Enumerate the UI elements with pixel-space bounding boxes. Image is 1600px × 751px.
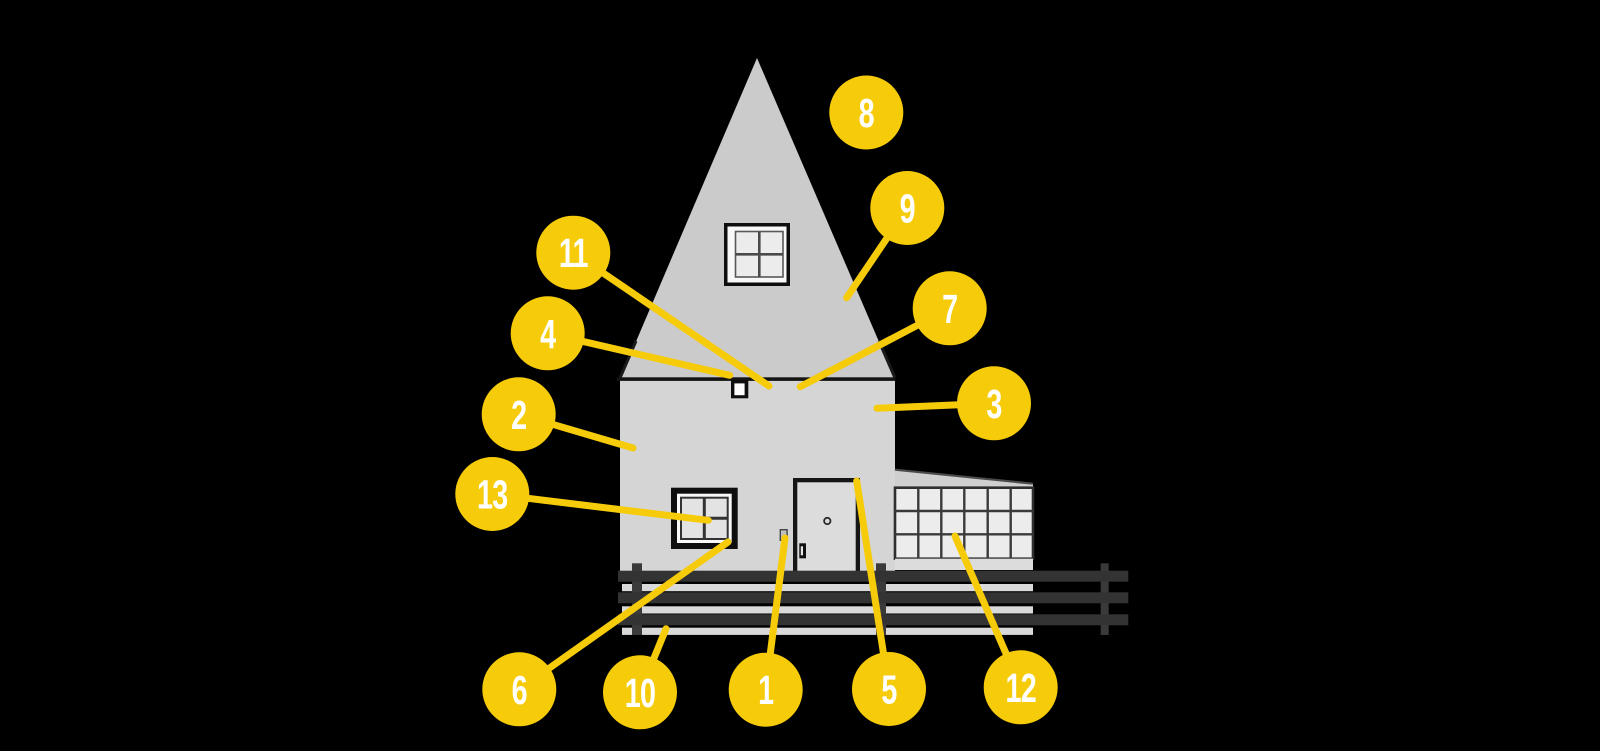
fence-rail-3 — [618, 614, 1129, 626]
callout-circle-11[interactable] — [536, 215, 611, 290]
callout-marker-11[interactable]: 11 — [536, 215, 611, 290]
roof — [620, 58, 895, 379]
callout-marker-8[interactable]: 8 — [829, 75, 904, 150]
callout-marker-6[interactable]: 6 — [482, 652, 557, 727]
callout-marker-2[interactable]: 2 — [481, 377, 556, 452]
callout-circle-8[interactable] — [829, 75, 904, 150]
callout-circle-6[interactable] — [482, 652, 557, 727]
callout-circle-12[interactable] — [983, 650, 1058, 725]
callout-circle-9[interactable] — [870, 171, 945, 245]
extension-roof — [895, 469, 1033, 489]
fence-board-2 — [622, 606, 1033, 614]
callout-marker-5[interactable]: 5 — [852, 652, 926, 726]
callout-circle-4[interactable] — [510, 296, 585, 371]
callout-number-13: 13 — [477, 473, 508, 518]
roof-edge-left — [618, 340, 638, 379]
callout-circle-10[interactable] — [603, 655, 677, 730]
callout-marker-9[interactable]: 9 — [870, 171, 945, 245]
leader-line-11 — [569, 249, 773, 390]
callout-number-4: 4 — [540, 312, 556, 357]
callout-marker-7[interactable]: 7 — [912, 271, 987, 346]
callout-number-1: 1 — [758, 668, 773, 713]
leader-line-6 — [515, 538, 732, 693]
callout-number-2: 2 — [511, 393, 526, 438]
callout-circle-13[interactable] — [455, 457, 530, 531]
callout-number-3: 3 — [986, 382, 1001, 427]
door-knob — [823, 516, 832, 526]
callout-circle-5[interactable] — [852, 652, 926, 726]
vent-opening — [734, 383, 745, 396]
fence-board-1 — [622, 584, 1033, 592]
extension-roof-edge — [894, 468, 1034, 485]
callout-number-12: 12 — [1005, 666, 1036, 711]
callout-marker-1[interactable]: 1 — [728, 652, 803, 727]
callout-number-5: 5 — [881, 668, 896, 713]
callout-number-7: 7 — [942, 287, 957, 332]
callout-circle-2[interactable] — [481, 377, 556, 452]
callout-number-9: 9 — [900, 187, 915, 232]
callout-number-11: 11 — [559, 231, 588, 276]
callout-circle-3[interactable] — [957, 366, 1031, 441]
callout-number-8: 8 — [859, 91, 874, 136]
callout-marker-3[interactable]: 3 — [957, 366, 1031, 441]
fence-board-3 — [622, 627, 1033, 635]
callout-number-10: 10 — [625, 671, 656, 716]
callout-marker-12[interactable]: 12 — [983, 650, 1058, 725]
callout-circle-1[interactable] — [728, 652, 803, 727]
door — [797, 482, 856, 571]
callout-number-6: 6 — [512, 668, 527, 713]
callout-marker-13[interactable]: 13 — [455, 457, 530, 531]
callout-marker-4[interactable]: 4 — [510, 296, 585, 371]
letter-slot-slit — [800, 546, 803, 556]
callout-marker-10[interactable]: 10 — [603, 655, 677, 730]
callout-circle-7[interactable] — [912, 271, 987, 346]
